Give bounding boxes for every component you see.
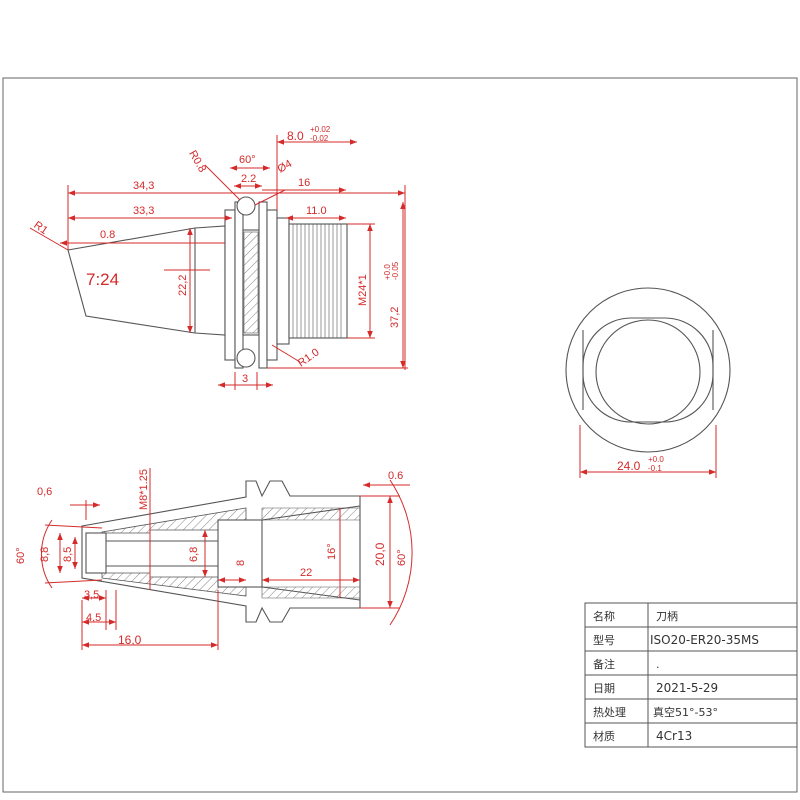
dim-2-2: 2.2	[241, 173, 256, 185]
title-value-date: 2021-5-29	[656, 681, 718, 695]
dim-3: 3	[242, 373, 248, 385]
title-label-material: 材质	[593, 729, 615, 743]
tol-24-upper: +0.0	[648, 455, 664, 464]
dim-8-0: 8.0	[287, 129, 304, 143]
dim-r1-left: R1	[31, 219, 49, 237]
dim-33-3: 33,3	[133, 205, 154, 217]
title-label-heat: 热处理	[593, 706, 626, 719]
thread-m8: M8*1.25	[138, 469, 150, 510]
drawing-frame	[2, 77, 798, 793]
tol-m24-lower: -0.05	[391, 261, 400, 280]
dim-11-0: 11.0	[306, 205, 327, 217]
thread-m24: M24*1	[357, 274, 369, 306]
dim-r1-0: R1.0	[296, 346, 322, 369]
dim-0-6-right: 0.6	[388, 470, 403, 482]
dim-phi4: Ø4	[275, 158, 294, 176]
dim-8-8: 8,8	[39, 547, 51, 562]
dim-16-angle: 16°	[326, 543, 338, 560]
dim-4-5: 4,5	[86, 612, 101, 624]
dim-20-0: 20,0	[373, 542, 387, 566]
title-value-material: 4Cr13	[656, 729, 692, 743]
tol-m24-upper: +0.0	[383, 264, 392, 280]
dim-6-8: 6,8	[188, 547, 200, 562]
title-value-heat: 真空51°-53°	[653, 705, 718, 719]
title-label-model: 型号	[593, 633, 615, 647]
tol-24-lower: -0.1	[648, 464, 662, 473]
dim-8-small: 8	[235, 560, 247, 566]
title-value-name: 刀柄	[656, 610, 678, 623]
title-label-note: 备注	[593, 657, 615, 671]
thread-lines	[292, 224, 342, 338]
title-label-date: 日期	[593, 682, 615, 695]
title-block: 名称 刀柄 型号 ISO20-ER20-35MS 备注 . 日期 2021-5-…	[584, 602, 798, 748]
dim-0-8: 0.8	[100, 229, 115, 241]
dim-60-top: 60°	[239, 154, 256, 166]
taper-ratio: 7:24	[86, 270, 119, 289]
title-value-note: .	[656, 658, 660, 671]
dim-3-5: 3,5	[84, 589, 99, 601]
title-value-model: ISO20-ER20-35MS	[650, 633, 759, 647]
dim-16-0: 16,0	[118, 633, 142, 647]
dim-60-left: 60°	[15, 547, 27, 564]
dim-34-3: 34,3	[133, 180, 154, 192]
dim-22-bottom: 22	[300, 567, 312, 579]
tol-8-lower: -0.02	[310, 134, 329, 143]
tol-8-upper: +0.02	[310, 125, 331, 134]
dim-8-5: 8,5	[62, 547, 74, 562]
top-side-view: 8.0 +0.02 -0.02 R0.8 60° Ø4 2.2 16 34,3 …	[29, 125, 408, 390]
title-label-name: 名称	[593, 609, 615, 623]
end-view: 24.0 +0.0 -0.1	[565, 287, 731, 478]
dim-22-2: 22,2	[177, 275, 189, 296]
dim-60-right: 60°	[396, 549, 408, 566]
dim-r08: R0.8	[186, 148, 208, 174]
dim-16-top: 16	[298, 177, 310, 189]
section-view: 0,6 M8*1.25 0.6 60° 8,8 8,5 6,8 8 16° 22…	[15, 468, 413, 650]
dim-0-6-left: 0,6	[37, 486, 52, 498]
dim-37-2: 37,2	[389, 307, 401, 328]
dim-24-0: 24.0	[617, 459, 641, 473]
